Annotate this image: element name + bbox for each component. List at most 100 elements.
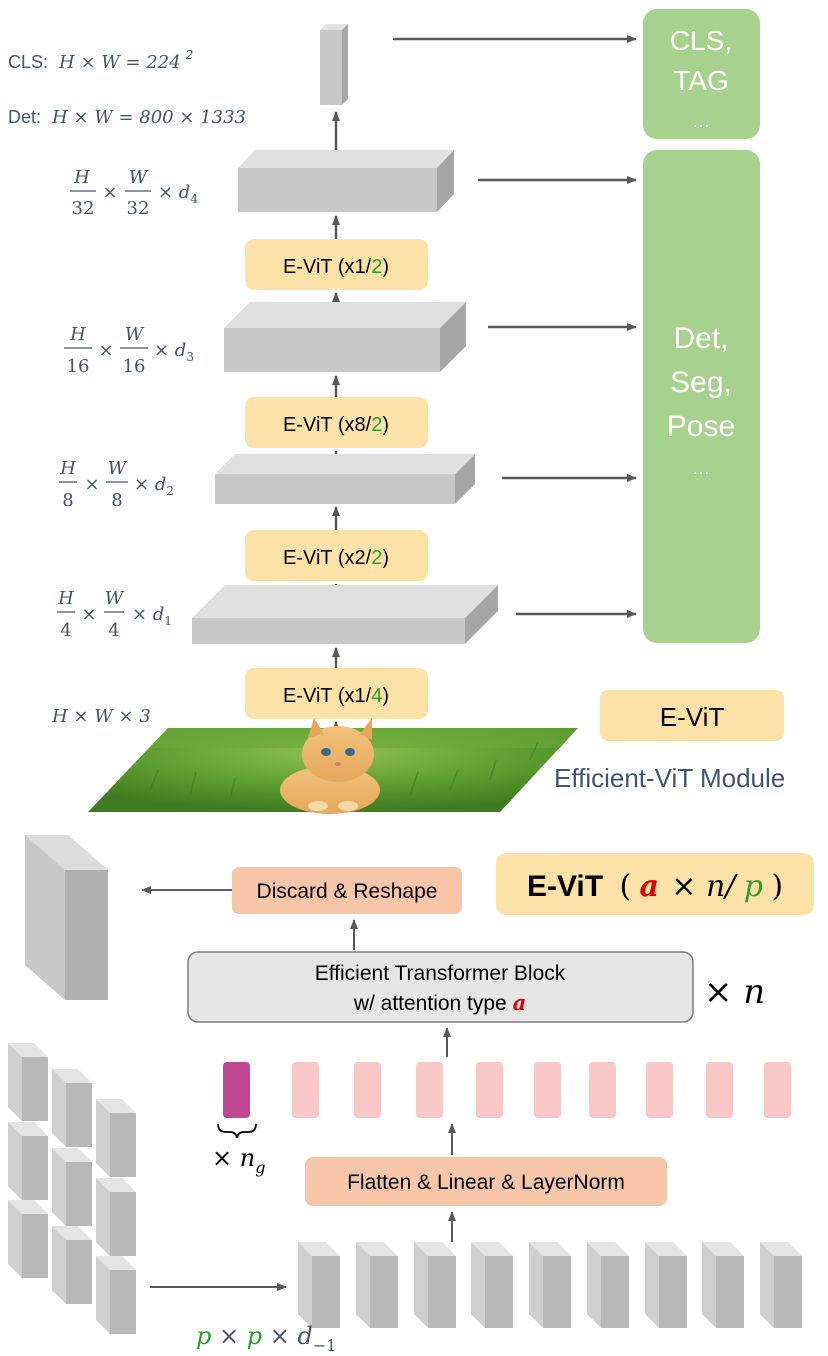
svg-text:×: × — [84, 474, 99, 495]
svg-text:Flatten & Linear & LayerNorm: Flatten & Linear & LayerNorm — [347, 1171, 625, 1194]
patch-block — [8, 1043, 48, 1121]
svg-text:Seg,: Seg, — [670, 366, 732, 399]
svg-text:H: H — [73, 167, 90, 188]
patch-block — [471, 1242, 513, 1328]
svg-text:×: × — [81, 604, 96, 625]
legend-evit-box: E-ViT — [600, 690, 784, 741]
patch-block — [414, 1242, 456, 1328]
svg-text:H: H — [69, 324, 86, 345]
transformer-block: Efficient Transformer Block w/ attention… — [187, 951, 694, 1023]
patch-block — [52, 1148, 92, 1226]
patch-token — [764, 1062, 791, 1118]
evit-stage2-box: E-ViT (x2/2) — [245, 530, 428, 581]
patch-block — [8, 1200, 48, 1278]
stage4-dims: H 32 × W 32 × d4 — [70, 167, 198, 219]
svg-text:…: … — [692, 458, 710, 478]
patch-grid — [8, 1043, 136, 1334]
svg-text:E-ViT (x8/2): E-ViT (x8/2) — [283, 414, 389, 436]
module-output-volume — [25, 835, 108, 1000]
svg-text:H: H — [57, 588, 74, 609]
stage2-feature-map — [215, 454, 475, 504]
patch-block — [529, 1242, 571, 1328]
evit-stage1-box: E-ViT (x1/4) — [245, 668, 428, 719]
stage4-feature-map — [238, 150, 454, 212]
patch-block — [96, 1178, 136, 1256]
svg-text:16: 16 — [123, 356, 146, 377]
det-resolution-label: Det: H × W = 800 × 1333 — [8, 107, 246, 128]
patch-block — [645, 1242, 687, 1328]
svg-text:8: 8 — [111, 490, 122, 511]
patch-block — [96, 1099, 136, 1177]
svg-text:16: 16 — [67, 356, 90, 377]
patch-token — [476, 1062, 503, 1118]
repeat-n-label: × n — [704, 972, 765, 1012]
svg-text:Discard & Reshape: Discard & Reshape — [257, 880, 438, 903]
svg-text:E-ViT (x1/4): E-ViT (x1/4) — [283, 685, 389, 707]
svg-text:W: W — [108, 458, 128, 479]
patch-block — [702, 1242, 744, 1328]
svg-text:CLS,: CLS, — [670, 25, 732, 56]
svg-text:w/ attention type a: w/ attention type a — [353, 990, 526, 1015]
svg-text:W: W — [125, 324, 145, 345]
svg-text:E-ViT ( a ×: E-ViT ( a × n/ p ) — [527, 869, 783, 904]
head-arrows — [393, 35, 637, 618]
svg-text:…: … — [692, 111, 710, 131]
stage1-feature-map — [192, 585, 498, 644]
patch-block — [52, 1069, 92, 1147]
svg-text:W: W — [129, 167, 149, 188]
svg-text:E-ViT (x2/2): E-ViT (x2/2) — [283, 547, 389, 569]
svg-text:H: H — [59, 458, 76, 479]
flatten-box: Flatten & Linear & LayerNorm — [305, 1157, 667, 1206]
svg-text:8: 8 — [62, 490, 73, 511]
discard-reshape-box: Discard & Reshape — [232, 867, 462, 914]
patch-size-label: p × p × d−1 — [196, 1322, 336, 1355]
svg-text:× d4: × d4 — [158, 182, 198, 206]
input-dims-label: H × W × 3 — [51, 706, 151, 727]
patch-token — [589, 1062, 616, 1118]
patch-token — [416, 1062, 443, 1118]
svg-text:×: × — [102, 182, 117, 203]
patch-block — [8, 1122, 48, 1200]
svg-text:Pose: Pose — [667, 410, 735, 443]
patch-block — [96, 1256, 136, 1334]
patch-token — [646, 1062, 673, 1118]
patch-token — [292, 1062, 319, 1118]
svg-text:TAG: TAG — [673, 65, 728, 96]
patch-block — [52, 1226, 92, 1304]
patch-block — [760, 1242, 802, 1328]
kitten-image — [88, 718, 578, 814]
brace-icon — [217, 1123, 257, 1139]
svg-text:W: W — [105, 588, 125, 609]
svg-text:× d1: × d1 — [132, 604, 172, 628]
cls-resolution-label: CLS: H × W = 224 2 — [8, 48, 193, 73]
patch-block — [298, 1242, 340, 1328]
legend-caption: Efficient-ViT Module — [554, 763, 785, 793]
patch-block — [356, 1242, 398, 1328]
stage1-dims: H 4 × W 4 × d1 — [57, 588, 172, 641]
svg-text:4: 4 — [60, 620, 71, 641]
global-token — [223, 1062, 250, 1118]
svg-text:E-ViT: E-ViT — [660, 702, 725, 732]
patch-row — [298, 1242, 802, 1328]
module-title-box: E-ViT ( a × n/ p ) — [496, 853, 814, 915]
svg-text:× d2: × d2 — [134, 474, 174, 498]
det-seg-pose-head: Det, Seg, Pose … — [643, 150, 760, 643]
stage2-dims: H 8 × W 8 × d2 — [59, 458, 174, 511]
svg-text:Det,: Det, — [673, 322, 728, 355]
evit-stage4-box: E-ViT (x1/2) — [245, 239, 428, 290]
stage3-feature-map — [224, 302, 466, 372]
svg-text:× d3: × d3 — [154, 340, 194, 364]
top-feature-column — [320, 24, 348, 105]
svg-text:×: × — [98, 340, 113, 361]
patch-token — [534, 1062, 561, 1118]
svg-text:E-ViT (x1/2): E-ViT (x1/2) — [283, 256, 389, 278]
stage3-dims: H 16 × W 16 × d3 — [64, 324, 194, 377]
svg-text:32: 32 — [127, 198, 150, 219]
patch-block — [587, 1242, 629, 1328]
svg-text:32: 32 — [72, 198, 95, 219]
patch-token — [706, 1062, 733, 1118]
svg-text:Efficient Transformer Block: Efficient Transformer Block — [315, 962, 566, 985]
evit-stage3-box: E-ViT (x8/2) — [245, 397, 428, 448]
cls-tag-head: CLS, TAG … — [643, 9, 760, 139]
